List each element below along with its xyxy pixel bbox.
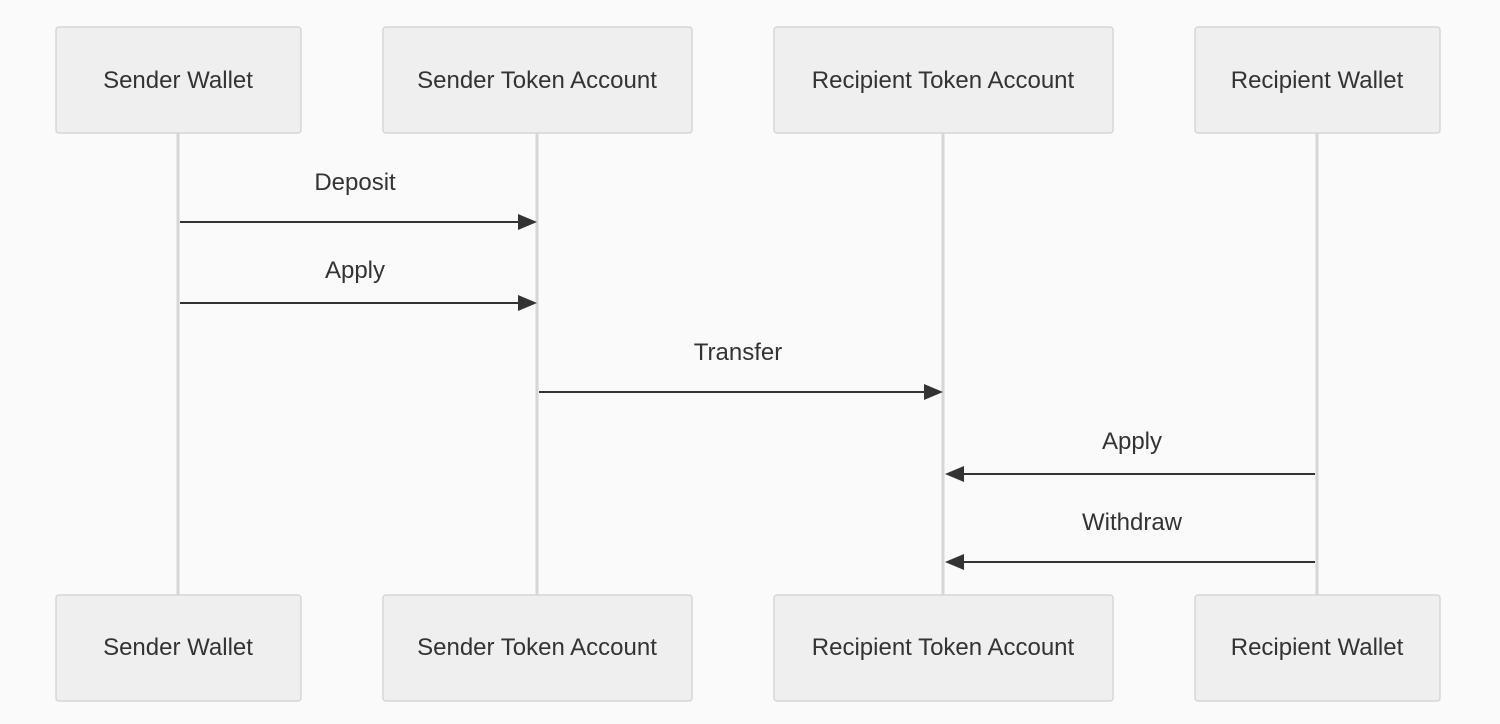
message-label: Deposit [314,169,396,196]
actor-top-sender-wallet: Sender Wallet [55,26,302,134]
actor-label: Sender Wallet [103,67,253,94]
actor-label: Sender Token Account [417,634,657,661]
message-label: Apply [1102,428,1162,455]
message-apply-sender: Apply [180,257,537,311]
message-label: Transfer [694,339,782,366]
message-label: Withdraw [1082,509,1183,536]
actor-bottom-sender-token-account: Sender Token Account [382,594,693,702]
actor-label: Sender Token Account [417,67,657,94]
actor-box [1194,594,1441,702]
actor-label: Recipient Token Account [812,634,1075,661]
actor-box [773,594,1114,702]
actor-box [55,594,302,702]
actor-label: Recipient Wallet [1231,67,1404,94]
actor-box [382,26,693,134]
arrowhead-left-icon [945,554,964,570]
actor-box [1194,26,1441,134]
message-label: Apply [325,257,385,284]
actor-label: Recipient Token Account [812,67,1075,94]
message-transfer: Transfer [539,339,943,400]
message-deposit: Deposit [180,169,537,230]
actor-bottom-sender-wallet: Sender Wallet [55,594,302,702]
actor-label: Sender Wallet [103,634,253,661]
actor-box [382,594,693,702]
actor-box [773,26,1114,134]
actor-label: Recipient Wallet [1231,634,1404,661]
actor-top-recipient-wallet: Recipient Wallet [1194,26,1441,134]
arrowhead-right-icon [924,384,943,400]
lifelines [176,133,1319,595]
actor-bottom-recipient-token-account: Recipient Token Account [773,594,1114,702]
actor-top-recipient-token-account: Recipient Token Account [773,26,1114,134]
message-apply-recipient: Apply [945,428,1315,482]
actor-top-sender-token-account: Sender Token Account [382,26,693,134]
arrowhead-right-icon [518,295,537,311]
arrowhead-left-icon [945,466,964,482]
message-withdraw: Withdraw [945,509,1315,570]
actor-box [55,26,302,134]
arrowhead-right-icon [518,214,537,230]
actor-bottom-recipient-wallet: Recipient Wallet [1194,594,1441,702]
